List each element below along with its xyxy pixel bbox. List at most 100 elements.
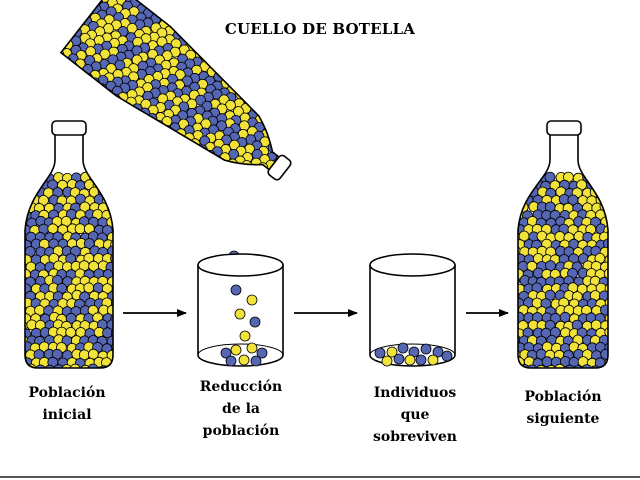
yellow-bead (228, 66, 240, 78)
yellow-bead (518, 180, 525, 192)
blue-bead (231, 188, 243, 200)
blue-bead (110, 252, 113, 264)
yellow-bead (69, 363, 81, 368)
blue-bead (518, 202, 522, 214)
yellow-bead (238, 354, 250, 366)
blue-bead (256, 171, 268, 183)
blue-bead (282, 144, 294, 156)
blue-bead (600, 304, 608, 316)
yellow-bead (242, 85, 254, 97)
yellow-bead (263, 111, 275, 122)
blue-bead (194, 161, 206, 172)
blue-bead (393, 353, 405, 365)
reduction-glass (197, 253, 284, 367)
blue-bead (589, 365, 601, 368)
yellow-bead (518, 171, 521, 183)
blue-bead (237, 71, 248, 83)
blue-bead (230, 284, 242, 296)
yellow-bead (25, 363, 37, 368)
yellow-bead (276, 122, 288, 133)
yellow-bead (246, 191, 257, 203)
yellow-bead (25, 173, 36, 184)
yellow-bead (554, 363, 566, 368)
yellow-bead (269, 116, 281, 127)
blue-bead (98, 365, 110, 368)
yellow-bead (271, 108, 283, 120)
blue-bead (572, 365, 584, 368)
blue-bead (518, 275, 520, 287)
blue-bead (101, 179, 113, 191)
blue-bead (30, 179, 41, 191)
initial-population-bottle (24, 120, 114, 369)
blue-bead (255, 180, 267, 191)
blue-bead (209, 164, 221, 176)
blue-bead (544, 171, 556, 183)
blue-bead (564, 364, 576, 368)
blue-bead (203, 158, 214, 170)
label-initial-population: Población inicial (28, 385, 106, 423)
yellow-bead (599, 172, 608, 184)
blue-bead (145, 123, 157, 135)
yellow-bead (535, 364, 547, 368)
yellow-bead (234, 308, 246, 320)
yellow-bead (230, 344, 242, 356)
blue-bead (249, 316, 261, 328)
yellow-bead (25, 364, 27, 368)
yellow-bead (386, 346, 398, 358)
blue-bead (25, 202, 27, 214)
yellow-bead (299, 121, 311, 133)
yellow-bead (284, 129, 296, 141)
yellow-bead (269, 125, 281, 136)
blue-bead (559, 311, 571, 323)
blue-bead (257, 98, 269, 109)
bottom-divider (0, 476, 640, 478)
blue-bead (232, 179, 244, 191)
blue-bead (25, 187, 29, 199)
blue-bead (34, 173, 46, 184)
yellow-bead (427, 354, 439, 366)
blue-bead (518, 195, 526, 207)
yellow-bead (238, 186, 250, 198)
blue-bead (110, 194, 113, 206)
label-next-population: Población siguiente (524, 389, 602, 427)
yellow-bead (518, 186, 520, 198)
blue-bead (201, 44, 213, 55)
blue-bead (256, 347, 268, 359)
blue-bead (223, 183, 235, 194)
blue-bead (233, 172, 245, 184)
diagram-title: CUELLO DE BOTELLA (224, 20, 416, 38)
label-survivors: Individuos que sobreviven (373, 385, 457, 445)
yellow-bead (285, 119, 297, 131)
blue-bead (600, 187, 608, 199)
yellow-bead (74, 223, 86, 235)
yellow-bead (246, 342, 258, 354)
yellow-bead (111, 341, 113, 353)
blue-bead (282, 136, 294, 147)
blue-bead (251, 83, 263, 95)
yellow-bead (25, 173, 27, 185)
blue-bead (240, 167, 252, 179)
blue-bead (397, 342, 409, 354)
blue-bead (173, 145, 185, 157)
blue-bead (594, 179, 606, 191)
blue-bead (441, 350, 453, 362)
yellow-bead (222, 60, 234, 72)
blue-bead (110, 313, 113, 325)
yellow-bead (381, 355, 393, 367)
blue-bead (225, 355, 237, 367)
yellow-bead (208, 50, 220, 62)
blue-bead (53, 364, 65, 368)
reduction-glass-beads (220, 342, 268, 367)
yellow-bead (139, 117, 151, 128)
blue-bead (25, 187, 37, 199)
blue-bead (202, 166, 214, 178)
yellow-bead (110, 209, 113, 221)
blue-bead (420, 343, 432, 355)
blue-bead (374, 347, 386, 359)
survivors-glass (369, 253, 456, 367)
blue-bead (247, 174, 259, 186)
blue-bead (603, 238, 608, 250)
blue-bead (292, 124, 304, 136)
survivors-glass-beads (374, 342, 453, 367)
